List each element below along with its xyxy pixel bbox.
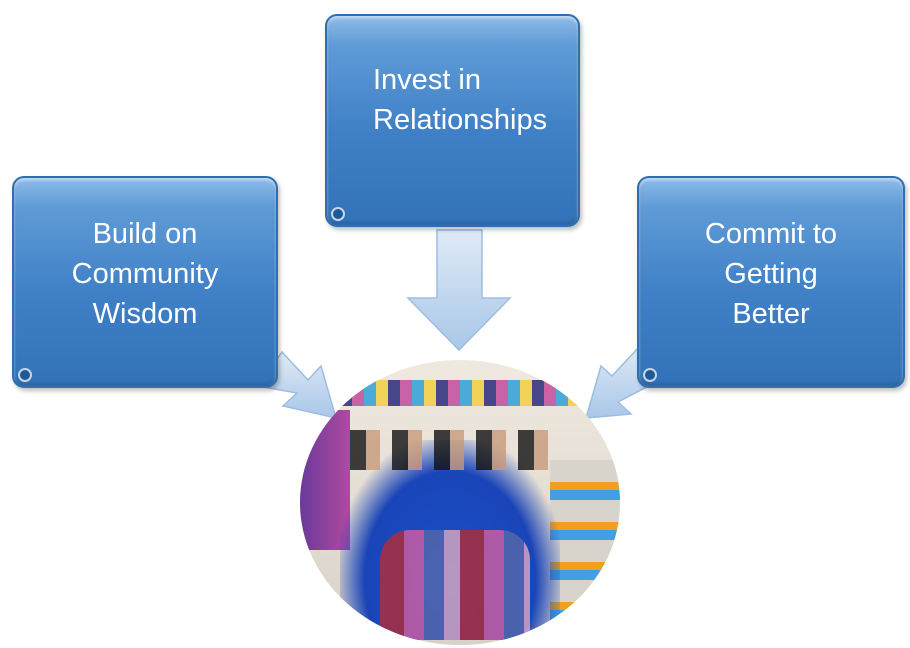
- photo-classroom-banner: [340, 380, 590, 406]
- corner-handle-icon: [643, 368, 657, 382]
- arrow-down: [406, 229, 512, 352]
- center-photo-graduates: [300, 360, 620, 645]
- photo-graduate-heads: [350, 430, 560, 470]
- corner-handle-icon: [331, 207, 345, 221]
- box-commit-to-getting-better: Commit to Getting Better: [637, 176, 905, 388]
- photo-children: [380, 530, 530, 640]
- photo-shelf: [550, 460, 620, 640]
- box-left-label: Build on Community Wisdom: [71, 218, 219, 330]
- box-right-label: Commit to Getting Better: [704, 218, 838, 330]
- box-top-label: Invest in Relationships: [373, 64, 548, 136]
- box-build-on-community-wisdom: Build on Community Wisdom: [12, 176, 278, 388]
- box-invest-in-relationships: Invest in Relationships: [325, 14, 580, 227]
- corner-handle-icon: [18, 368, 32, 382]
